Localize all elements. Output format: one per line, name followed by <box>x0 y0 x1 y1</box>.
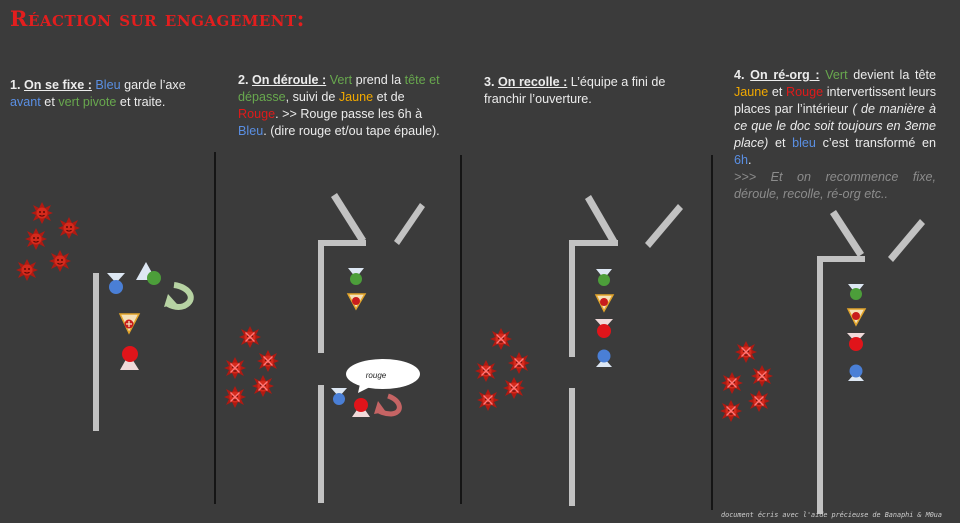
page-title: Réaction sur engagement: <box>10 6 305 31</box>
repeat-note: >>> Et on recommence fixe, déroule, reco… <box>734 170 936 201</box>
enemy-star-icon <box>239 326 261 348</box>
step-heading: On se fixe : <box>24 78 92 92</box>
wall <box>817 210 925 514</box>
blue-operator-icon <box>596 349 612 367</box>
column-separator <box>711 155 713 510</box>
blue-operator-icon <box>848 364 864 381</box>
enemy-star-icon <box>48 249 72 273</box>
red-operator-icon <box>847 333 865 351</box>
enemy-star-icon <box>15 258 39 282</box>
speech-bubble-text: rouge <box>366 371 387 380</box>
column-separator <box>214 152 216 504</box>
enemy-star-icon <box>721 372 743 394</box>
medic-operator-icon <box>594 294 615 313</box>
red-operator-icon <box>352 398 370 417</box>
step-heading: On ré-org : <box>750 68 820 82</box>
wall <box>318 193 425 503</box>
red-operator-icon <box>120 346 139 370</box>
blue-operator-icon <box>331 388 347 405</box>
enemy-star-icon <box>503 377 525 399</box>
step-heading: On déroule : <box>252 73 327 87</box>
enemy-star-icon <box>30 201 54 225</box>
enemy-star-icon <box>224 357 246 379</box>
enemy-star-icon <box>257 350 279 372</box>
rotate-arrow-icon <box>374 393 402 417</box>
enemy-star-icon <box>508 352 530 374</box>
medic-operator-icon <box>846 308 867 327</box>
enemy-group <box>720 341 773 422</box>
wall <box>93 273 99 431</box>
green-operator-icon <box>136 262 161 285</box>
red-operator-icon <box>595 319 613 338</box>
medic-operator-icon <box>346 293 367 311</box>
step-4-text: 4. On ré-org : Vert devient la tête Jaun… <box>734 68 936 201</box>
enemy-star-icon <box>57 216 81 240</box>
enemy-star-icon <box>751 365 773 387</box>
enemy-star-icon <box>720 400 742 422</box>
green-operator-icon <box>596 269 612 286</box>
step-1-text: 1. On se fixe : Bleu garde l’axe avant e… <box>10 78 186 109</box>
step-2-text: 2. On déroule : Vert prend la tête et dé… <box>238 73 440 138</box>
step-3-text: 3. On recolle : L’équipe a fini de franc… <box>484 75 666 106</box>
wall <box>569 195 683 506</box>
footer-credit: document écris avec l'aide précieuse de … <box>721 511 942 519</box>
enemy-star-icon <box>224 386 246 408</box>
enemy-star-icon <box>748 390 770 412</box>
column-separator <box>460 155 462 504</box>
panel-4 <box>720 210 925 514</box>
enemy-group <box>224 326 279 408</box>
enemy-group <box>475 328 530 411</box>
enemy-star-icon <box>490 328 512 350</box>
green-operator-icon <box>848 284 864 300</box>
medic-operator-icon <box>118 313 141 335</box>
panel-2: rouge <box>224 193 425 503</box>
step-heading: On recolle : <box>498 75 568 89</box>
enemy-star-icon <box>252 375 274 397</box>
enemy-star-icon <box>24 227 48 251</box>
enemy-star-icon <box>735 341 757 363</box>
enemy-group <box>15 201 81 282</box>
blue-operator-icon <box>107 273 125 294</box>
green-operator-icon <box>348 268 364 285</box>
rotate-arrow-icon <box>164 282 194 310</box>
panel-1 <box>15 201 194 431</box>
speech-bubble: rouge <box>346 359 420 393</box>
panel-3 <box>475 195 683 506</box>
enemy-star-icon <box>475 360 497 382</box>
enemy-star-icon <box>477 389 499 411</box>
